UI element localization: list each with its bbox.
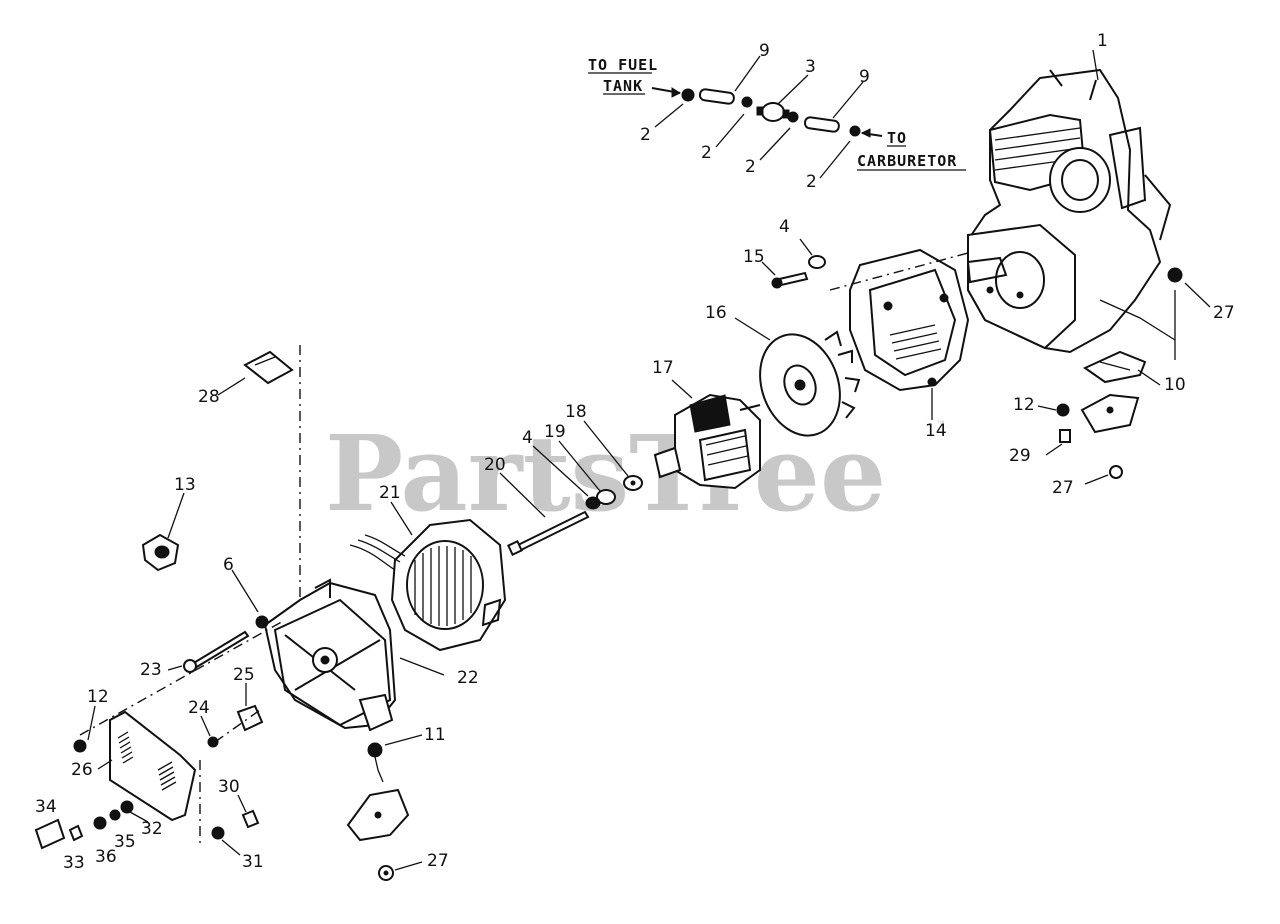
callout-6: 6: [223, 555, 234, 575]
callout-36: 36: [95, 847, 117, 867]
caption-to-carburetor-line1: TO: [887, 129, 907, 147]
fuel-hose-9b: [803, 116, 840, 133]
arrowhead: [860, 128, 871, 138]
clip-28: [243, 350, 294, 385]
callout-12b: 12: [87, 687, 109, 707]
through-bolt-20: [507, 510, 590, 556]
brush-holder-25: [236, 704, 264, 732]
callout-15: 15: [743, 247, 765, 267]
screw-30: [241, 809, 260, 829]
fuel-line-assembly: TO FUEL TANK TO CARBURETOR: [588, 56, 966, 171]
end-bell-22: [263, 578, 397, 732]
nut-31: [211, 826, 225, 840]
callout-20: 20: [484, 455, 506, 475]
bolt-29: [1059, 429, 1071, 443]
callout-25: 25: [233, 665, 255, 685]
callout-10: 10: [1164, 375, 1186, 395]
nut-27-bottom: [378, 865, 394, 881]
washer-4-lower: [585, 496, 601, 510]
mount-bracket-10: [1082, 350, 1147, 384]
caption-to-carburetor-line2: CARBURETOR: [857, 152, 957, 170]
callout-27a: 27: [1213, 303, 1235, 323]
callout-31: 31: [242, 852, 264, 872]
washer-36: [93, 816, 107, 830]
callout-35: 35: [114, 832, 136, 852]
callout-19: 19: [544, 422, 566, 442]
callout-4b: 4: [522, 428, 533, 448]
callout-3: 3: [805, 57, 816, 77]
cap-32: [120, 800, 134, 814]
callout-11: 11: [424, 725, 446, 745]
callout-18: 18: [565, 402, 587, 422]
callout-27b: 27: [1052, 478, 1074, 498]
callout-2a: 2: [640, 125, 651, 145]
callout-2b: 2: [701, 143, 712, 163]
watermark-trademark: ™: [936, 420, 946, 431]
callout-1: 1: [1097, 31, 1108, 51]
fuel-filter-3: [756, 102, 790, 122]
grommet-13: [141, 533, 180, 572]
leader-lines: [87, 49, 1211, 871]
caption-to-fuel-tank-line1: TO FUEL: [588, 56, 658, 74]
reference-line: [79, 619, 286, 736]
callout-34: 34: [35, 797, 57, 817]
screw-12-left: [73, 739, 87, 753]
callout-12a: 12: [1013, 395, 1035, 415]
long-bolt-23: [183, 630, 250, 673]
callout-4a: 4: [779, 217, 790, 237]
callout-2c: 2: [745, 157, 756, 177]
blower-housing-14: [849, 248, 970, 392]
screw-15: [771, 271, 809, 289]
callout-9a: 9: [759, 41, 770, 61]
hose-clamp-2b: [741, 96, 753, 108]
nut-27-bottom-right: [1109, 465, 1123, 479]
callout-13: 13: [174, 475, 196, 495]
callout-32: 32: [141, 819, 163, 839]
engine-mount-plate: [1080, 393, 1140, 434]
screw-33: [68, 824, 84, 842]
rotor-17: [653, 393, 761, 490]
arrowhead: [671, 87, 682, 98]
callout-2d: 2: [806, 172, 817, 192]
engine-1: [966, 68, 1176, 360]
fuse-35: [109, 809, 121, 821]
nut-12-right: [1056, 403, 1070, 417]
callout-22: 22: [457, 668, 479, 688]
label-34: [34, 818, 66, 850]
fan-16: [759, 330, 861, 437]
reference-line: [829, 252, 969, 291]
stator-21: [349, 518, 507, 652]
hose-clamp-2c: [787, 111, 799, 123]
end-cover-26: [109, 710, 197, 822]
callout-9b: 9: [859, 67, 870, 87]
callout-28: 28: [198, 387, 220, 407]
screw-24: [207, 736, 219, 748]
hose-clamp-2a: [681, 88, 695, 102]
grommet-11: [367, 742, 384, 783]
hose-clamp-2d: [849, 125, 861, 137]
washer-19: [596, 489, 616, 505]
screw-6: [255, 615, 269, 629]
nut-27-right: [1167, 267, 1183, 283]
callout-24: 24: [188, 698, 210, 718]
callout-14: 14: [925, 421, 947, 441]
caption-to-fuel-tank-line2: TANK: [603, 77, 643, 95]
callout-21: 21: [379, 483, 401, 503]
fuel-hose-9a: [698, 88, 735, 105]
reference-line: [214, 709, 261, 743]
callout-30: 30: [218, 777, 240, 797]
callout-29: 29: [1009, 446, 1031, 466]
callout-26: 26: [71, 760, 93, 780]
callout-27c: 27: [427, 851, 449, 871]
callout-33: 33: [63, 853, 85, 873]
callout-17: 17: [652, 358, 674, 378]
callout-16: 16: [705, 303, 727, 323]
washer-4-upper: [808, 255, 826, 269]
washer-18: [623, 475, 643, 491]
mount-plate-bottom: [346, 788, 410, 842]
callout-23: 23: [140, 660, 162, 680]
callout-labels: 1 2 2 2 2 3 4 4 6 9 9 10 11 12 12 13 14 …: [35, 31, 1235, 873]
